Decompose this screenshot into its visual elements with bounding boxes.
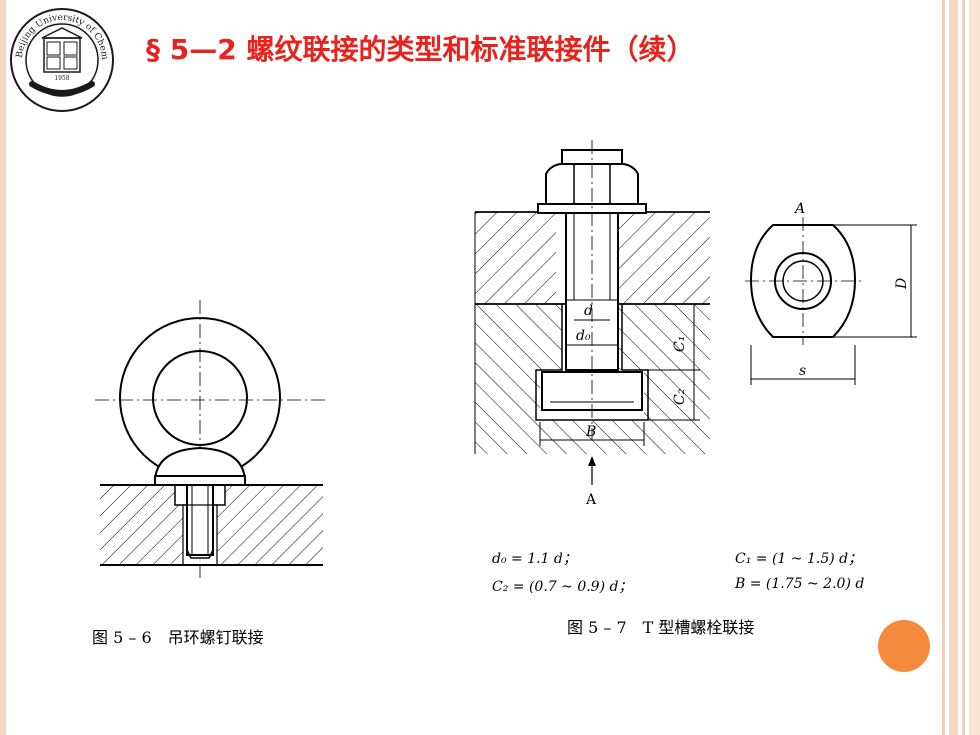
label-b: B <box>585 424 596 440</box>
accent-dot <box>878 620 930 672</box>
slide-title: § 5—2 螺纹联接的类型和标准联接件（续） <box>146 33 695 66</box>
label-d: d <box>584 303 593 319</box>
label-a-top: A <box>793 201 805 217</box>
formula-c2: C₂ = (0.7 ~ 0.9) d； <box>492 579 633 595</box>
formula-b: B = (1.75 ~ 2.0) d <box>735 576 865 592</box>
label-d-diameter: D <box>894 278 910 290</box>
label-c1: C₁ <box>672 336 688 352</box>
university-logo-icon: Beijing University of Chemical Technolog… <box>8 6 114 112</box>
figure-left-caption: 图 5 – 6 吊环螺钉联接 <box>92 628 264 647</box>
formula-d0: d₀ = 1.1 d； <box>492 551 577 567</box>
right-border-decoration <box>936 0 980 735</box>
label-d0: d₀ <box>576 328 591 344</box>
figure-right-caption: 图 5 – 7 T 型槽螺栓联接 <box>567 618 755 637</box>
left-border <box>0 0 6 735</box>
t-slot-bolt-diagram: d d₀ C₁ C₂ B A <box>474 140 710 508</box>
label-c2: C₂ <box>672 388 688 405</box>
label-s: s <box>799 363 806 379</box>
svg-text:1958: 1958 <box>54 75 69 82</box>
eye-bolt-diagram <box>95 300 325 580</box>
label-a-bottom: A <box>585 492 597 508</box>
section-a-view-diagram: A D s <box>745 201 917 385</box>
formula-c1: C₁ = (1 ~ 1.5) d； <box>735 551 863 567</box>
